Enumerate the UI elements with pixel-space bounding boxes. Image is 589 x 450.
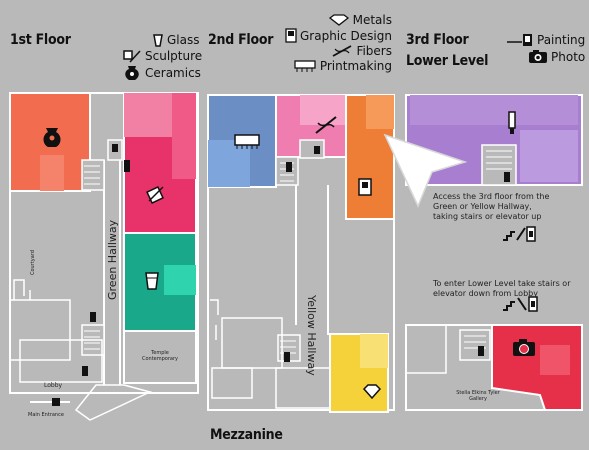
legend-ceramics: Ceramics [122,65,202,81]
legend-fibers: Fibers [331,44,392,58]
stairs-elevator-down-icon [503,296,538,312]
printmaking-icon [294,60,316,72]
sculpture-icon [123,50,141,63]
second-floor-title: 2nd Floor [208,32,274,48]
third-floor-title: 3rd Floor [406,32,469,48]
main-entrance-marker-icon [52,398,60,406]
first-floor-legend: Glass Sculpture Ceramics [122,33,202,81]
graphic-design-map-icon [358,178,372,196]
glass-icon [153,33,163,47]
stairs-elevator-up-icon [503,226,536,242]
mezzanine-title: Mezzanine [210,427,283,443]
photo-icon [529,50,548,63]
legend-glass: Glass [152,33,202,47]
fibers-icon [333,45,352,57]
legend-metals: Metals [328,13,392,27]
second-floor-legend: Metals Graphic Design Fibers Printmaking [282,13,392,73]
photo-map-icon [513,339,535,356]
printmaking-map-icon [234,134,260,149]
ceramics-icon [125,66,139,80]
first-floor-title: 1st Floor [10,32,71,48]
stella-gallery-label: Stella Elkins Tyler Gallery [456,390,500,402]
ceramics-map-icon [43,128,61,147]
metals-icon [328,14,349,26]
legend-painting: Painting [506,33,585,47]
sculpture-map-icon [146,186,164,204]
main-entrance-label: Main Entrance [28,412,64,418]
first-floor-plan [9,92,199,421]
legend-graphic-design: Graphic Design [285,28,392,43]
painting-map-icon [508,111,516,134]
third-floor-access-note: Access the 3rd floor from the Green or Y… [433,192,550,221]
legend-photo: Photo [528,49,585,64]
lobby-label: Lobby [44,382,63,389]
lower-level-access-note: To enter Lower Level take stairs or elev… [433,279,571,298]
green-hallway-label: Green Hallway [106,219,119,300]
third-floor-legend: Painting Photo [506,33,585,64]
glass-map-icon [145,272,159,290]
temple-gallery-label: Temple Contemporary [142,350,178,362]
fibers-map-icon [315,116,337,134]
painting-icon [507,34,532,46]
graphic-design-icon [285,28,297,43]
legend-printmaking: Printmaking [293,59,392,73]
yellow-hallway-label: Yellow Hallway [305,295,318,376]
lower-level-plan [405,324,583,411]
lower-level-title: Lower Level [406,53,489,69]
legend-sculpture: Sculpture [122,49,202,63]
courtyard-label: Courtyard [30,250,36,275]
metals-map-icon [362,384,382,400]
cursor-pointer-icon [383,133,468,208]
third-floor-plan [405,94,583,186]
